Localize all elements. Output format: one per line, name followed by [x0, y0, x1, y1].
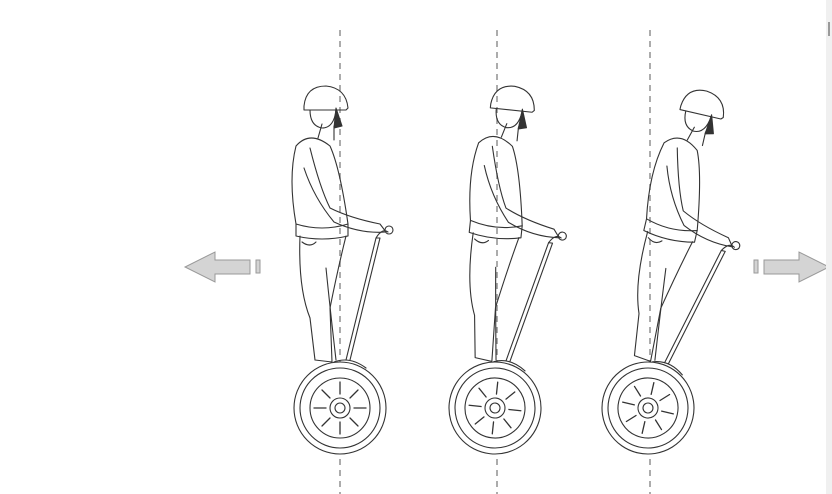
arrow-right-icon — [753, 251, 831, 283]
scrollbar-thumb[interactable] — [828, 22, 830, 36]
rider-upright — [441, 82, 583, 460]
arrow-left-icon — [183, 251, 261, 283]
vertical-scrollbar[interactable] — [826, 0, 832, 494]
rider-leaning-forward — [590, 82, 773, 466]
rider-leaning-back — [291, 85, 394, 455]
